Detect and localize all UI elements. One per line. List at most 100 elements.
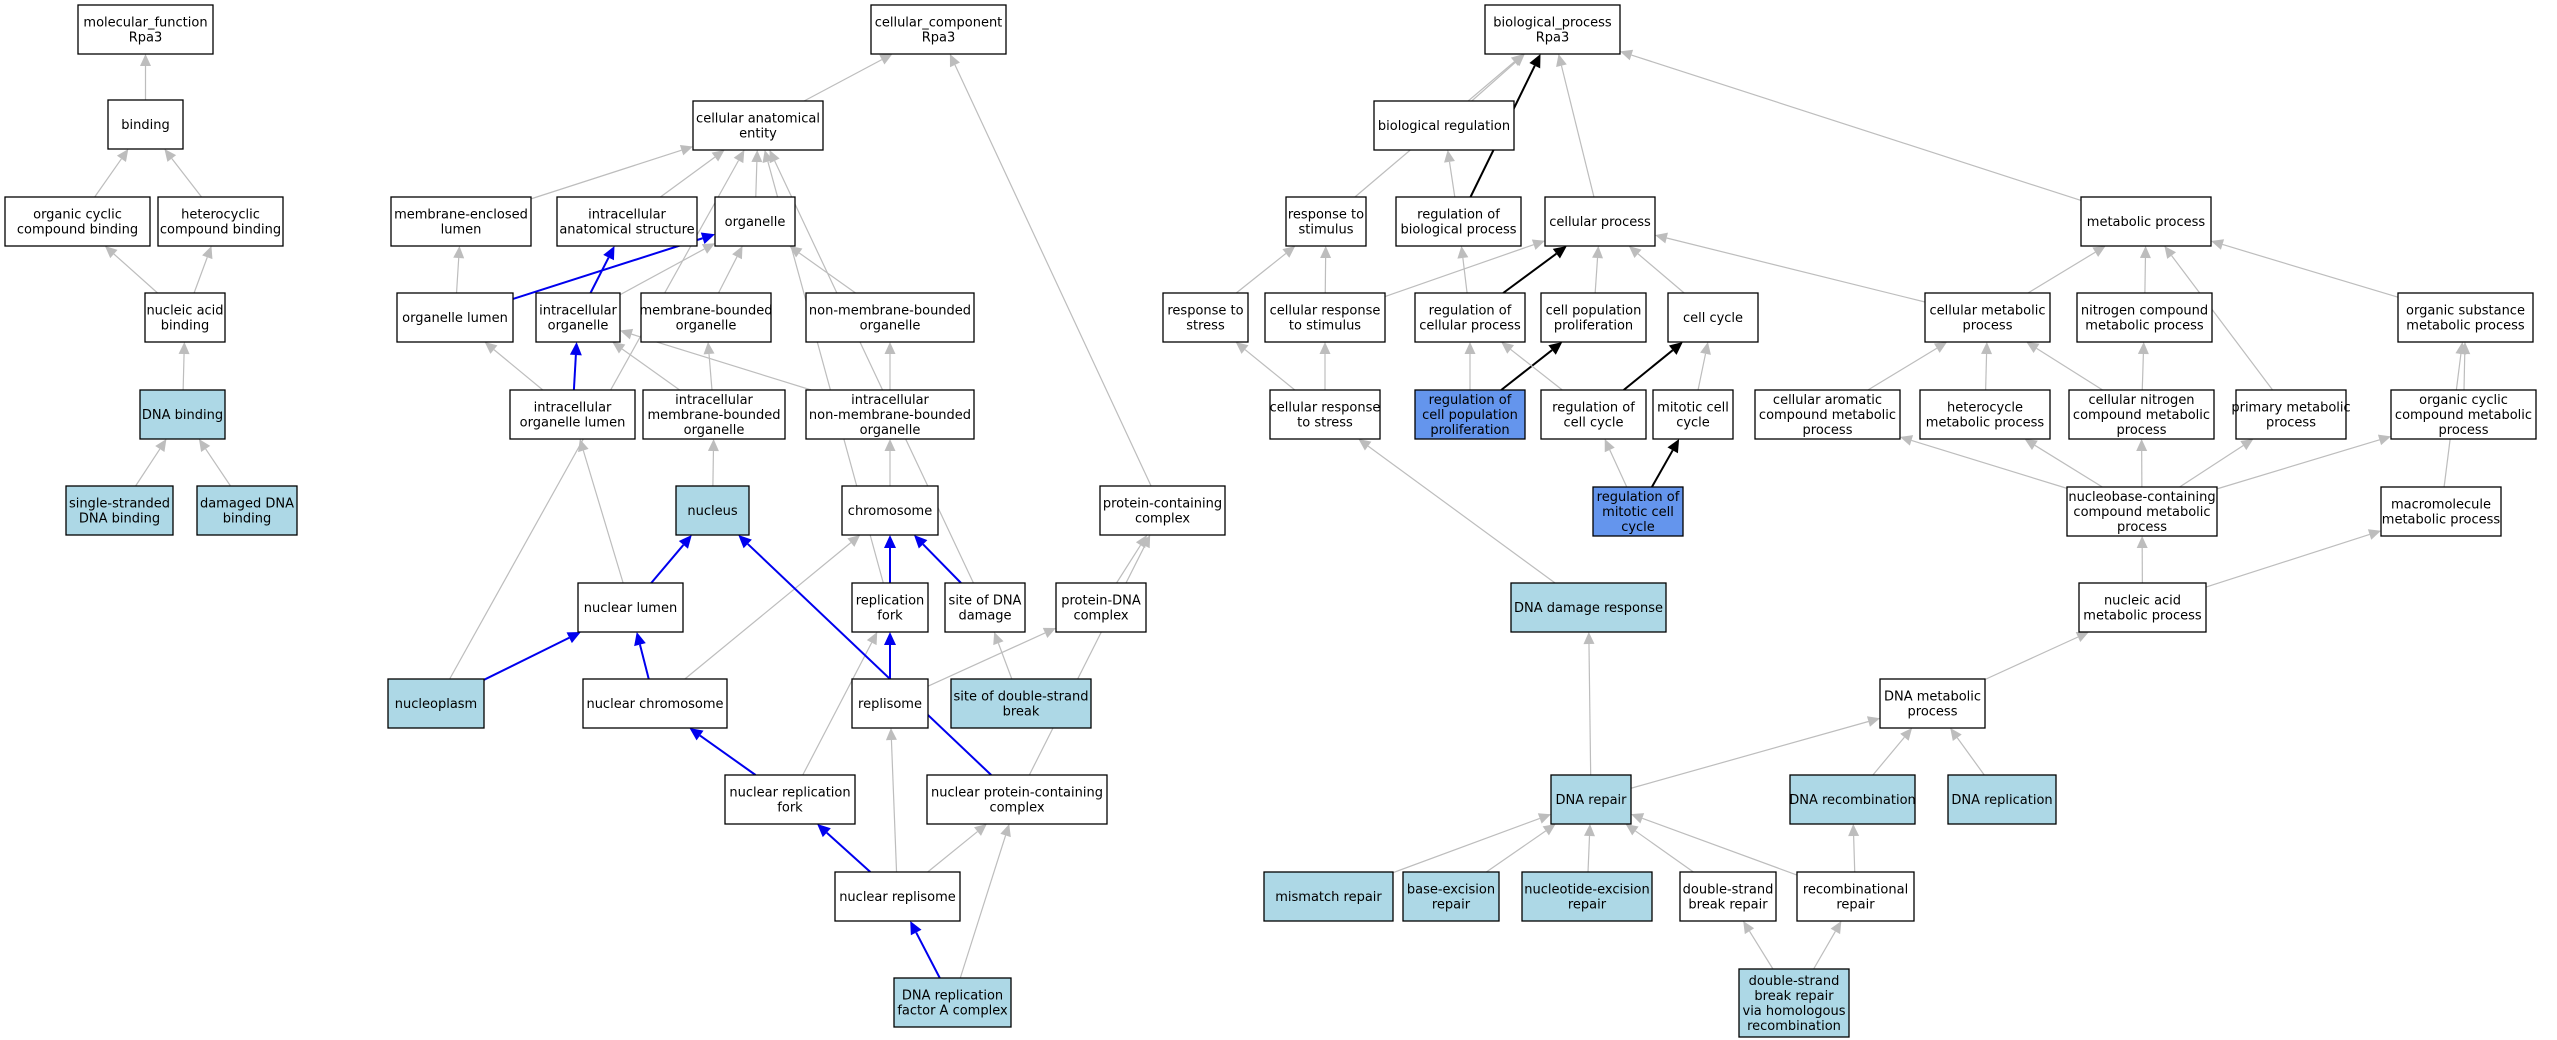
- node-box-mmr[interactable]: [1263, 871, 1394, 922]
- node-box-ocb[interactable]: [4, 196, 151, 247]
- node-dnab[interactable]: DNA binding: [139, 389, 226, 440]
- node-box-dnarepl[interactable]: [1947, 774, 2057, 825]
- node-box-pdnac[interactable]: [1055, 582, 1147, 633]
- node-box-cae[interactable]: [692, 100, 824, 151]
- node-inmbo[interactable]: intracellularnon-membrane-boundedorganel…: [805, 389, 975, 440]
- node-dnarepair[interactable]: DNA repair: [1550, 774, 1632, 825]
- node-box-dsbrhr[interactable]: [1738, 968, 1850, 1038]
- node-box-hcb[interactable]: [157, 196, 284, 247]
- node-replisome[interactable]: replisome: [851, 678, 929, 729]
- node-box-imbo[interactable]: [642, 389, 786, 440]
- node-box-ber[interactable]: [1402, 871, 1500, 922]
- node-box-dnarecomb[interactable]: [1789, 774, 1916, 825]
- node-box-rcpp[interactable]: [1414, 389, 1526, 440]
- node-box-binding[interactable]: [107, 99, 184, 150]
- node-box-cpp[interactable]: [1540, 292, 1647, 343]
- node-box-repfork[interactable]: [851, 582, 929, 633]
- node-ddr[interactable]: DNA damage response: [1510, 582, 1667, 633]
- node-box-bp_root[interactable]: [1484, 4, 1621, 55]
- node-box-ssdnab[interactable]: [65, 485, 174, 536]
- node-box-recrep[interactable]: [1796, 871, 1915, 922]
- node-box-intorg[interactable]: [535, 292, 621, 343]
- node-box-mp[interactable]: [2080, 196, 2212, 247]
- node-breg[interactable]: biological regulation: [1373, 100, 1515, 151]
- node-box-nmbo[interactable]: [805, 292, 975, 343]
- node-box-nrep[interactable]: [834, 871, 961, 922]
- node-box-cc_root[interactable]: [870, 4, 1007, 55]
- node-box-ddnab[interactable]: [196, 485, 298, 536]
- node-box-npcc[interactable]: [926, 774, 1108, 825]
- node-box-rbp[interactable]: [1395, 196, 1522, 247]
- node-box-organelle[interactable]: [714, 196, 796, 247]
- node-cc[interactable]: cell cycle: [1667, 292, 1759, 343]
- node-box-cp[interactable]: [1544, 196, 1656, 247]
- node-box-hmp[interactable]: [1919, 389, 2051, 440]
- node-box-rts[interactable]: [1285, 196, 1367, 247]
- node-box-inmbo[interactable]: [805, 389, 975, 440]
- node-box-pmp[interactable]: [2235, 389, 2347, 440]
- node-box-pcc[interactable]: [1099, 485, 1226, 536]
- node-box-replisome[interactable]: [851, 678, 929, 729]
- node-box-crts[interactable]: [1264, 292, 1386, 343]
- node-box-cc[interactable]: [1667, 292, 1759, 343]
- node-box-sdnad[interactable]: [944, 582, 1026, 633]
- node-box-rcp[interactable]: [1414, 292, 1526, 343]
- node-nrep[interactable]: nuclear replisome: [834, 871, 961, 922]
- node-dnarepl[interactable]: DNA replication: [1947, 774, 2057, 825]
- node-box-ias[interactable]: [556, 196, 698, 247]
- node-box-mf_root[interactable]: [77, 4, 214, 55]
- node-nuclumen[interactable]: nuclear lumen: [577, 582, 684, 633]
- node-box-nrf[interactable]: [724, 774, 856, 825]
- node-box-nbccmp[interactable]: [2066, 486, 2218, 537]
- node-cp[interactable]: cellular process: [1544, 196, 1656, 247]
- node-box-nucleoplasm[interactable]: [387, 678, 485, 729]
- node-box-nab[interactable]: [144, 292, 226, 343]
- node-box-ncmp[interactable]: [2076, 292, 2213, 343]
- node-box-sdsb[interactable]: [950, 678, 1092, 729]
- node-box-namp[interactable]: [2078, 582, 2207, 633]
- node-box-cmp[interactable]: [1924, 292, 2051, 343]
- node-nucleus[interactable]: nucleus: [675, 485, 750, 536]
- node-mp[interactable]: metabolic process: [2080, 196, 2212, 247]
- node-box-cncmp[interactable]: [2068, 389, 2215, 440]
- node-box-nucleus[interactable]: [675, 485, 750, 536]
- node-box-rmcc[interactable]: [1592, 486, 1684, 537]
- node-box-dnab[interactable]: [139, 389, 226, 440]
- node-box-dsbr[interactable]: [1679, 871, 1777, 922]
- node-binding[interactable]: binding: [107, 99, 184, 150]
- node-box-mcc[interactable]: [1652, 389, 1734, 440]
- node-box-osmp[interactable]: [2397, 292, 2534, 343]
- node-box-iol[interactable]: [509, 389, 636, 440]
